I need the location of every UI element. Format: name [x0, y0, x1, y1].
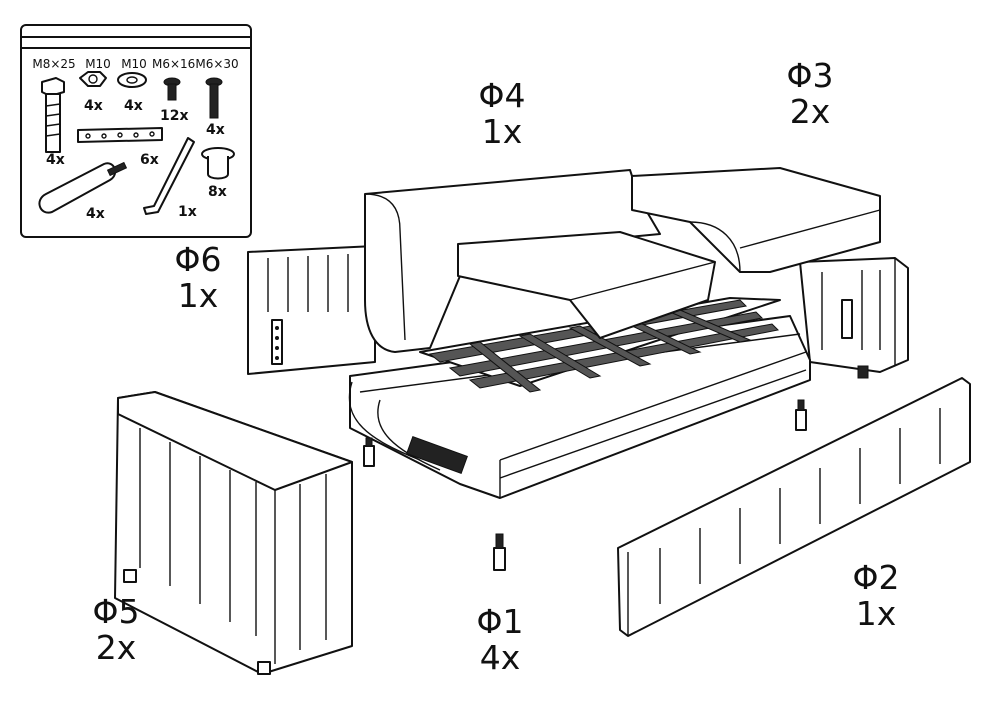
part-label-1: Φ1 4x: [476, 602, 524, 677]
part-label-4: Φ4 1x: [478, 76, 526, 151]
qty-allen-key: 1x: [178, 204, 197, 220]
qty-screw-short: 12x: [160, 108, 189, 124]
bag-zipper: [22, 36, 250, 49]
qty-nut: 4x: [84, 98, 103, 114]
hardware-bag: M8×25 M10 M10 M6×16 M6×30 4x 4x 4x 12x 4…: [20, 24, 252, 238]
qty-cam-lock: 8x: [208, 184, 227, 200]
part-feet-1: [363, 399, 807, 571]
label-m10-nut: M10: [85, 57, 111, 71]
screw-m6x16-icon: [163, 77, 181, 101]
bolt-m8x25-icon: [41, 77, 65, 153]
part-backrest-4: [364, 169, 716, 353]
hardware-illustrations: [38, 71, 235, 215]
qty-plate: 6x: [140, 152, 159, 168]
screw-m6x30-icon: [205, 77, 223, 119]
part-label-6: Φ6 1x: [174, 240, 222, 315]
label-m6x30: M6×30: [195, 57, 239, 71]
qty-washer: 4x: [124, 98, 143, 114]
qty-cylinder: 4x: [86, 206, 105, 222]
washer-m10-icon: [117, 72, 147, 88]
part-back-panel-6: [247, 245, 376, 375]
connector-plate-icon: [77, 127, 163, 143]
part-armrest-left-5: [114, 391, 353, 675]
part-label-2: Φ2 1x: [852, 558, 900, 633]
part-armrest-top-3: [631, 167, 881, 273]
allen-key-icon: [143, 137, 195, 215]
part-front-panel-2: [617, 377, 971, 637]
qty-bolt: 4x: [46, 152, 65, 168]
qty-screw-long: 4x: [206, 122, 225, 138]
label-m10-washer: M10: [121, 57, 147, 71]
threaded-cylinder-icon: [38, 161, 128, 214]
part-label-5: Φ5 2x: [92, 592, 140, 667]
nut-m10-icon: [79, 71, 107, 87]
label-m6x16: M6×16: [152, 57, 196, 71]
part-armrest-right: [799, 257, 909, 379]
cam-lock-icon: [201, 147, 235, 180]
part-label-3: Φ3 2x: [786, 56, 834, 131]
label-m8x25: M8×25: [32, 57, 76, 71]
